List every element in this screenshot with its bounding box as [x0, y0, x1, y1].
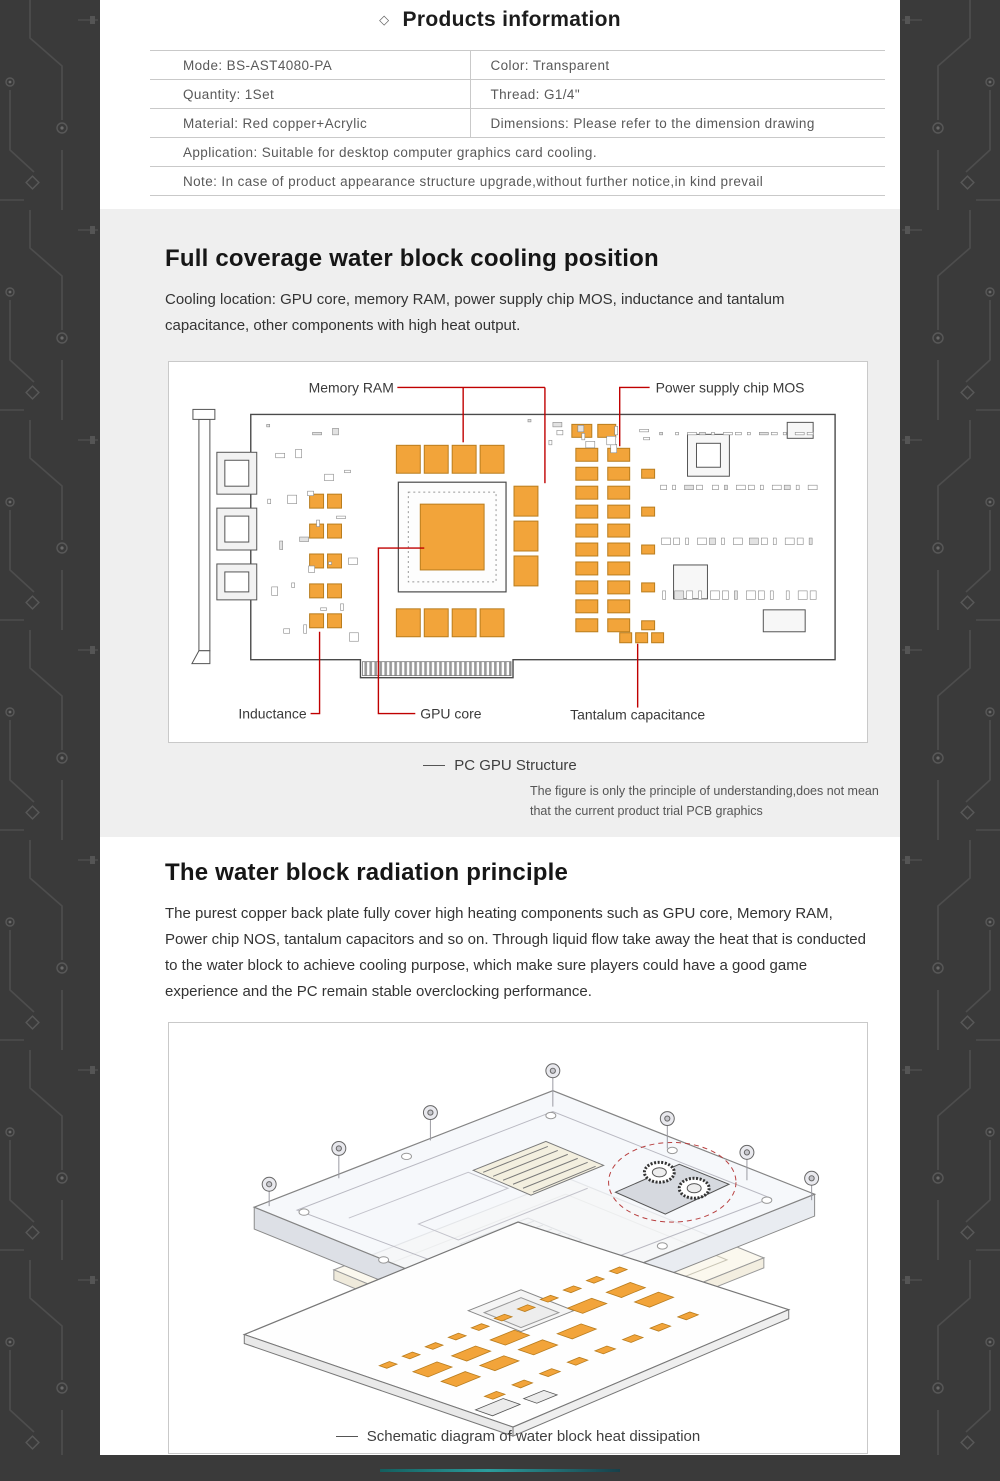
circuit-pattern-left — [0, 0, 100, 1481]
display-ports — [216, 451, 258, 601]
spec-note: Note: In case of product appearance stru… — [150, 166, 885, 196]
small-components — [527, 419, 650, 454]
caption-dash — [423, 765, 446, 766]
bottom-dark-strip — [0, 1455, 1000, 1481]
highlight-dashed-ellipse — [608, 1141, 737, 1223]
inductor-chips — [309, 493, 343, 629]
label-power-mos: Power supply chip MOS — [656, 379, 805, 395]
pcb-outline — [250, 413, 836, 679]
spec-color: Color: Transparent — [470, 50, 885, 80]
table-row: Material: Red copper+Acrylic Dimensions:… — [150, 108, 885, 138]
pcb-components — [378, 1266, 700, 1417]
content-column: ◇ Products information Mode: BS-AST4080-… — [100, 0, 900, 1455]
circuit-pattern-right — [900, 0, 1000, 1481]
io-bracket — [191, 408, 216, 665]
annotation-lines — [310, 386, 650, 715]
spec-quantity: Quantity: 1Set — [150, 79, 471, 109]
disclaimer-line: that the current product trial PCB graph… — [530, 803, 763, 818]
table-row: Note: In case of product appearance stru… — [150, 166, 885, 196]
table-row: Mode: BS-AST4080-PA Color: Transparent — [150, 50, 885, 80]
small-components — [266, 424, 359, 642]
label-inductance: Inductance — [238, 706, 307, 722]
diagram-disclaimer: The figure is only the principle of unde… — [530, 782, 900, 821]
section-cooling-position: Full coverage water block cooling positi… — [100, 209, 900, 837]
pcb-structure-svg: Memory RAM Power supply chip MOS Inducta… — [191, 379, 836, 723]
label-gpu-core: GPU core — [420, 706, 481, 722]
gpu-package — [397, 481, 507, 593]
products-info-header: ◇ Products information — [100, 0, 900, 43]
cooling-heading: Full coverage water block cooling positi… — [165, 245, 659, 272]
cooling-body-text: Cooling location: GPU core, memory RAM, … — [165, 291, 785, 334]
screws — [261, 1063, 820, 1207]
spec-dimensions: Dimensions: Please refer to the dimensio… — [470, 108, 885, 138]
bolt-holes — [298, 1111, 773, 1294]
pcb-board — [242, 1221, 791, 1437]
diamond-icon: ◇ — [379, 12, 390, 27]
spec-application: Application: Suitable for desktop comput… — [150, 137, 885, 167]
spec-material: Material: Red copper+Acrylic — [150, 108, 471, 138]
pcb-structure-diagram: Memory RAM Power supply chip MOS Inducta… — [168, 361, 868, 743]
spec-mode: Mode: BS-AST4080-PA — [150, 50, 471, 80]
table-row: Quantity: 1Set Thread: G1/4" — [150, 79, 885, 109]
radiation-body-text: The purest copper back plate fully cover… — [165, 905, 866, 1000]
label-memory-ram: Memory RAM — [309, 379, 394, 395]
section-radiation-principle: The water block radiation principle The … — [100, 837, 900, 1454]
waterblock-svg — [242, 1063, 820, 1437]
table-row: Application: Suitable for desktop comput… — [150, 137, 885, 167]
product-spec-table: Mode: BS-AST4080-PA Color: Transparent Q… — [150, 50, 885, 196]
waterblock-caption: Schematic diagram of water block heat di… — [169, 1428, 867, 1445]
teal-accent-line — [380, 1469, 620, 1472]
small-components — [659, 432, 818, 600]
fitting-terminal — [608, 1141, 737, 1223]
page-title: Products information — [402, 8, 621, 31]
tantalum-caps — [619, 632, 665, 644]
waterblock-diagram: Schematic diagram of water block heat di… — [168, 1022, 868, 1454]
caption-dash — [335, 1436, 358, 1437]
pcie-fingers — [362, 661, 512, 677]
memory-chips — [395, 444, 539, 638]
disclaimer-line: The figure is only the principle of unde… — [530, 784, 879, 798]
radiation-heading: The water block radiation principle — [165, 859, 569, 886]
gpu-die — [419, 503, 485, 571]
caption-text: PC GPU Structure — [454, 757, 577, 774]
spec-thread: Thread: G1/4" — [470, 79, 885, 109]
mos-chips — [571, 423, 656, 633]
caption-text: Schematic diagram of water block heat di… — [366, 1428, 701, 1445]
pcb-diagram-caption: PC GPU Structure — [100, 755, 900, 776]
label-tantalum: Tantalum capacitance — [570, 707, 705, 723]
